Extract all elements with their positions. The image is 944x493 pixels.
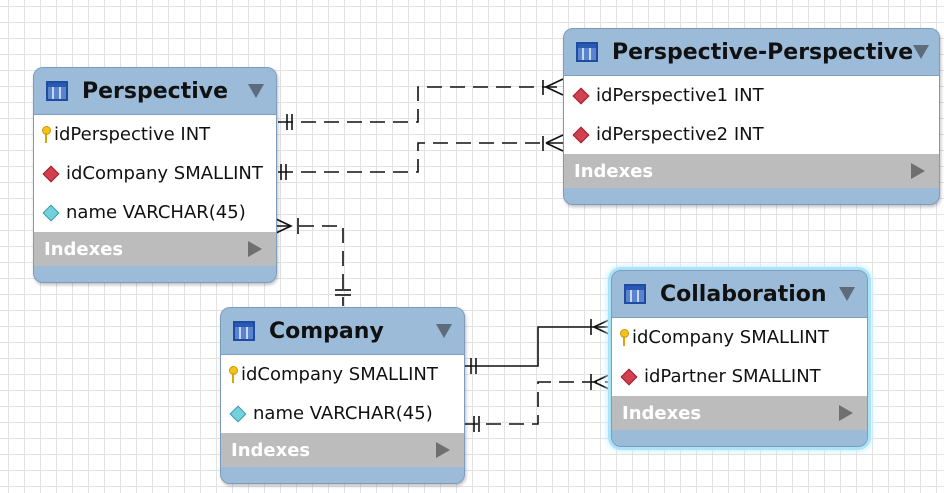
table-name: Collaboration [660,281,827,307]
column-label: idCompany SMALLINT [632,327,829,348]
table-name: Company [269,318,384,344]
table-perspective[interactable]: Perspective idPerspective INT idCompany … [33,67,277,283]
column-label: idPerspective2 INT [596,124,764,145]
column-list: idPerspective1 INT idPerspective2 INT [564,76,939,154]
column-row[interactable]: idPerspective INT [34,115,276,154]
column-label: idPerspective1 INT [596,85,764,106]
indexes-label: Indexes [44,238,124,260]
column-row[interactable]: idPerspective2 INT [564,115,939,154]
column-list: idPerspective INT idCompany SMALLINT nam… [34,115,276,232]
foreign-key-diamond-icon [572,126,590,143]
expand-arrow-icon[interactable] [911,163,925,179]
expand-arrow-icon[interactable] [436,442,450,458]
table-name: Perspective-Perspective [612,39,914,65]
foreign-key-diamond-icon [620,368,638,385]
expand-arrow-icon[interactable] [248,241,262,257]
table-footer [564,188,939,204]
chevron-down-icon[interactable] [248,84,264,98]
column-list: idCompany SMALLINT idPartner SMALLINT [612,318,867,396]
table-footer [221,467,464,483]
foreign-key-diamond-icon [42,165,60,182]
table-company[interactable]: Company idCompany SMALLINT name VARCHAR(… [220,307,465,484]
table-header[interactable]: Collaboration [612,271,867,318]
indexes-section[interactable]: Indexes [612,396,867,430]
table-footer [612,430,867,446]
relationship-company-collaboration-2[interactable] [463,373,612,432]
column-row[interactable]: idPerspective1 INT [564,76,939,115]
column-label: idPartner SMALLINT [644,366,821,387]
indexes-label: Indexes [622,402,702,424]
table-name: Perspective [82,78,229,104]
primary-key-icon [229,365,238,384]
column-diamond-icon [42,204,60,221]
table-header[interactable]: Company [221,308,464,355]
indexes-section[interactable]: Indexes [221,433,464,467]
chevron-down-icon[interactable] [436,324,452,338]
primary-key-icon [42,125,51,144]
column-label: name VARCHAR(45) [66,202,246,223]
relationship-company-perspective[interactable] [275,218,351,306]
indexes-label: Indexes [574,160,654,182]
indexes-section[interactable]: Indexes [564,154,939,188]
column-row[interactable]: idCompany SMALLINT [612,318,867,357]
table-icon [46,81,68,101]
table-footer [34,266,276,282]
primary-key-icon [620,328,629,347]
indexes-label: Indexes [231,439,311,461]
column-row[interactable]: name VARCHAR(45) [34,193,276,232]
column-label: idPerspective INT [54,124,211,145]
column-label: name VARCHAR(45) [253,403,433,424]
foreign-key-diamond-icon [572,87,590,104]
relationship-perspective-pp-1[interactable] [278,78,564,130]
chevron-down-icon[interactable] [913,45,930,59]
table-icon [233,321,255,341]
table-icon [576,42,598,62]
table-header[interactable]: Perspective-Perspective [564,29,939,76]
column-row[interactable]: idPartner SMALLINT [612,357,867,396]
column-list: idCompany SMALLINT name VARCHAR(45) [221,355,464,433]
table-header[interactable]: Perspective [34,68,276,115]
table-collaboration[interactable]: Collaboration idCompany SMALLINT idPartn… [611,270,868,447]
table-icon [624,284,646,304]
column-diamond-icon [229,405,247,422]
column-label: idCompany SMALLINT [66,163,263,184]
relationship-company-collaboration-1[interactable] [463,318,612,374]
relationship-perspective-pp-2[interactable] [278,134,564,180]
table-perspective-perspective[interactable]: Perspective-Perspective idPerspective1 I… [563,28,940,205]
column-row[interactable]: idCompany SMALLINT [34,154,276,193]
column-label: idCompany SMALLINT [241,364,438,385]
column-row[interactable]: name VARCHAR(45) [221,394,464,433]
chevron-down-icon[interactable] [839,287,855,301]
indexes-section[interactable]: Indexes [34,232,276,266]
column-row[interactable]: idCompany SMALLINT [221,355,464,394]
expand-arrow-icon[interactable] [839,405,853,421]
